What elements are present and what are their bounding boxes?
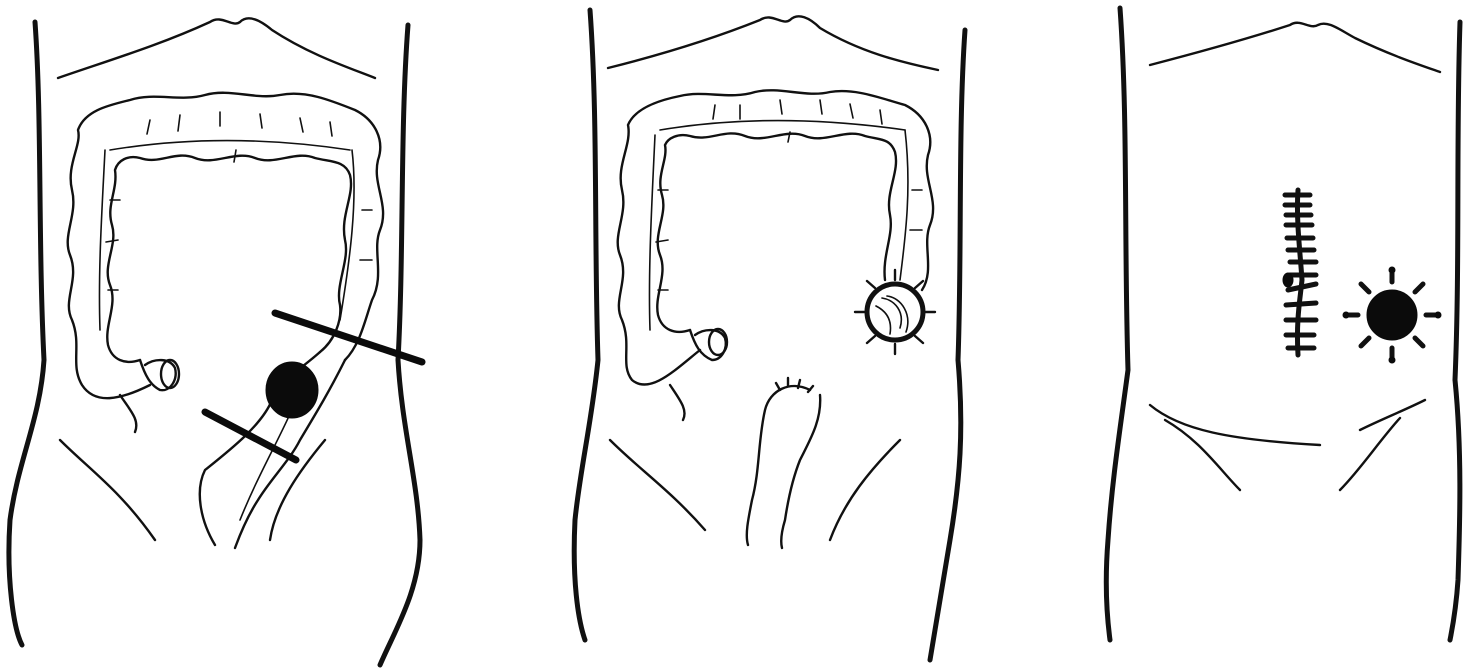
rectal-stump xyxy=(747,378,820,548)
midline-suture xyxy=(1283,190,1316,355)
stoma xyxy=(1343,267,1441,363)
panel-after-resection xyxy=(574,10,965,660)
end-colostomy xyxy=(855,270,935,354)
colon xyxy=(618,90,933,420)
tumor xyxy=(266,362,318,418)
panel-before-resection xyxy=(9,18,422,665)
colon xyxy=(68,93,383,548)
panel-closed-abdomen xyxy=(1106,8,1460,640)
